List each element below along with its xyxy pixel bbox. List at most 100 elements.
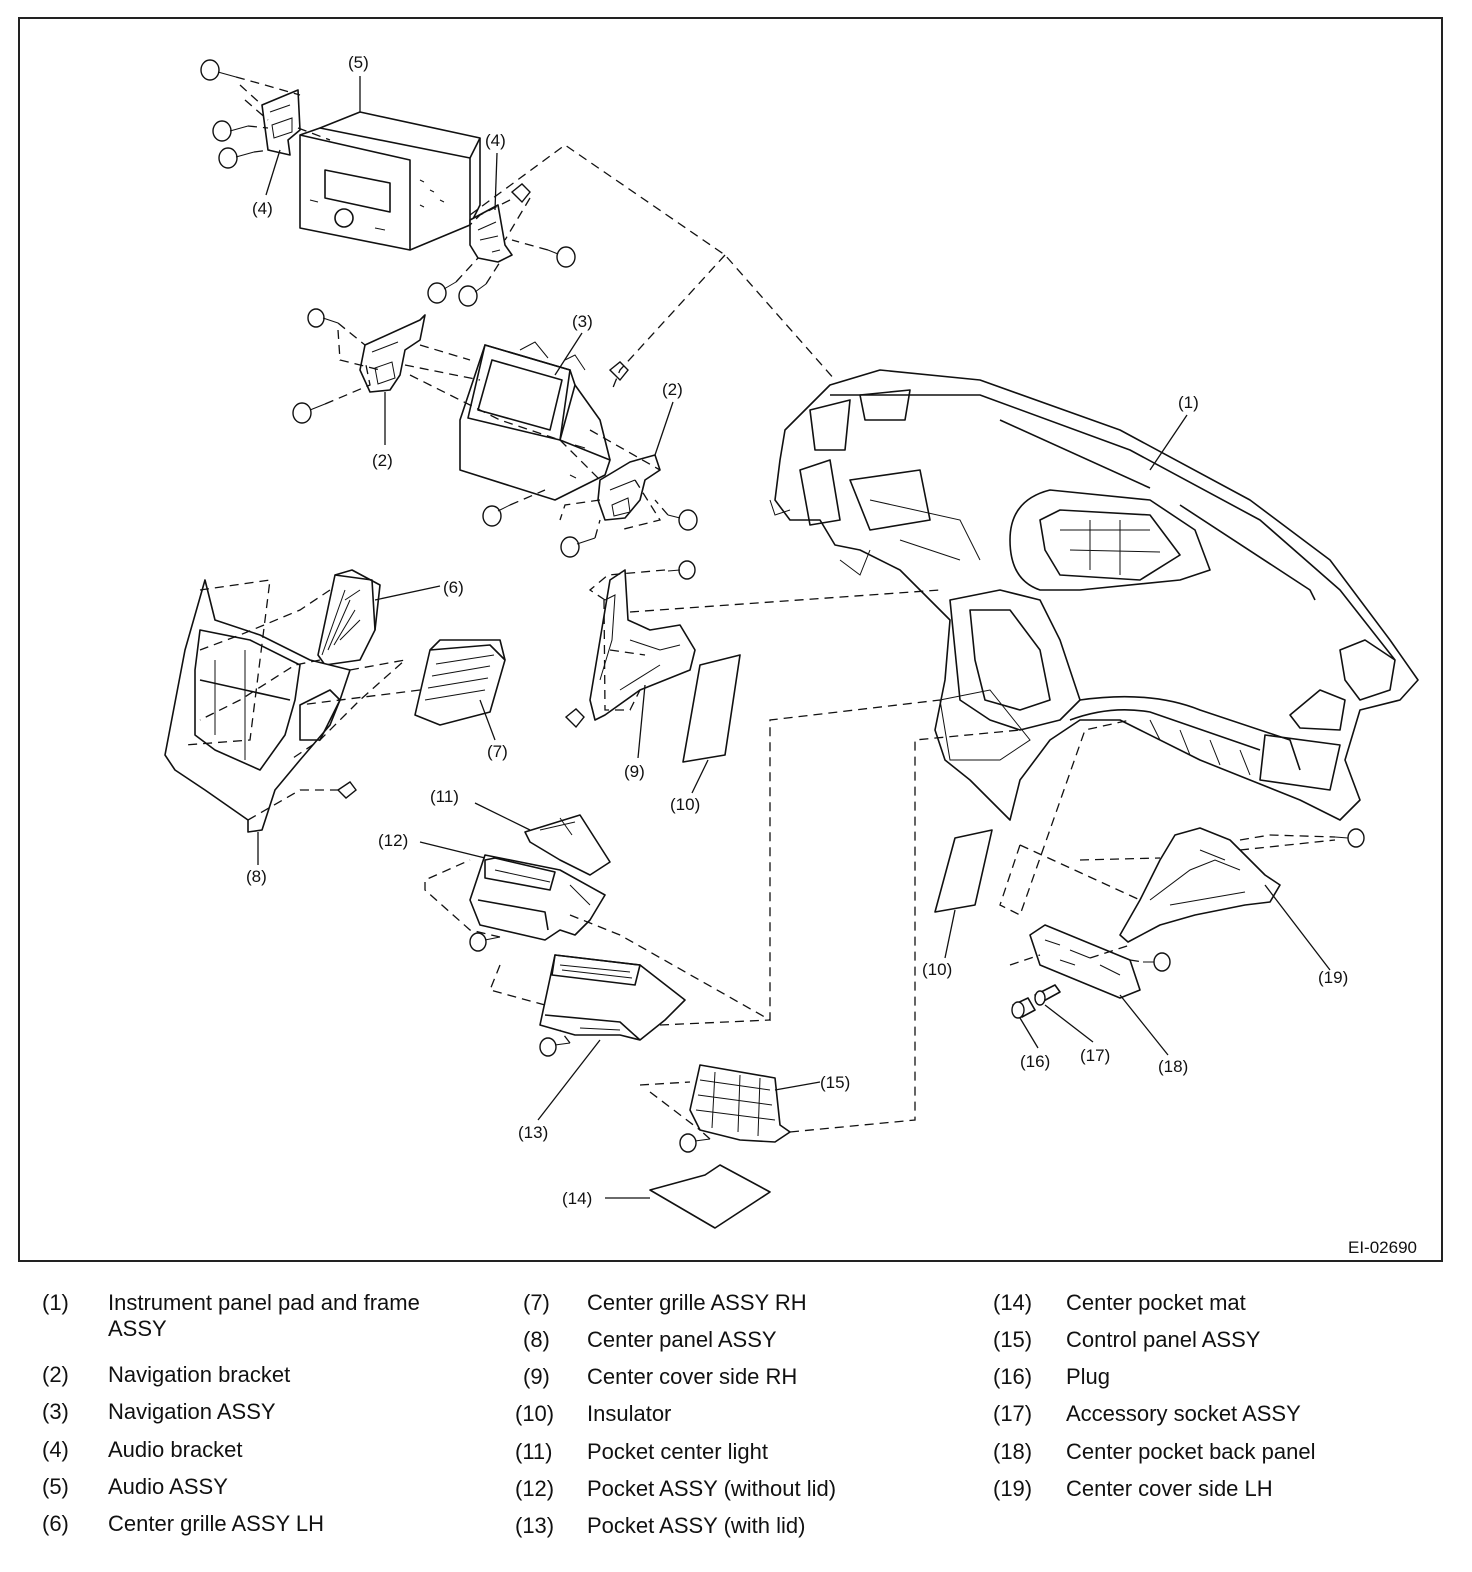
legend-item: (15) Control panel ASSY (993, 1327, 1433, 1364)
audio-bracket-right (469, 204, 513, 263)
clip (510, 183, 531, 204)
accessory-socket-assy (1034, 984, 1061, 1006)
center-grille-lh (317, 569, 381, 666)
leader-lines (257, 76, 1331, 1199)
legend-item: (11) Pocket center light (515, 1439, 955, 1476)
legend-number: (18) (993, 1439, 1033, 1464)
legend-number: (8) (523, 1327, 550, 1352)
screw (560, 536, 596, 558)
screw (292, 402, 326, 424)
callout-12: (12) (378, 831, 408, 850)
callout-4-right: (4) (485, 131, 506, 150)
legend-number: (1) (42, 1290, 69, 1315)
legend-number: (14) (993, 1290, 1033, 1315)
callout-13: (13) (518, 1123, 548, 1142)
legend-column-2: (7) Center grille ASSY RH (8) Center pan… (515, 1290, 955, 1550)
navigation-bracket-right (597, 454, 661, 521)
callout-5: (5) (348, 53, 369, 72)
legend-number: (11) (515, 1439, 553, 1464)
legend-item: (18) Center pocket back panel (993, 1439, 1433, 1476)
navigation-assy (459, 341, 611, 501)
insulator-right (934, 829, 993, 913)
legend-label: Insulator (587, 1401, 672, 1426)
legend-item: (8) Center panel ASSY (515, 1327, 955, 1364)
callout-17: (17) (1080, 1046, 1110, 1065)
callout-19: (19) (1318, 968, 1348, 987)
audio-assy (299, 111, 481, 251)
legend-label: Navigation ASSY (108, 1399, 276, 1424)
legend-column-1: (1) Instrument panel pad and frame ASSY … (42, 1290, 472, 1548)
legend-number: (7) (523, 1290, 550, 1315)
screw (667, 509, 698, 531)
exploded-view-diagram: (5) (4) (4) (3) (2) (2) (1) (6) (7) (8) … (164, 53, 1419, 1257)
legend-item: (12) Pocket ASSY (without lid) (515, 1476, 955, 1513)
legend-number: (12) (515, 1476, 555, 1501)
legend-label: Pocket center light (587, 1439, 768, 1464)
callout-2-left: (2) (372, 451, 393, 470)
center-cover-side-rh (589, 569, 696, 721)
legend-item: (9) Center cover side RH (515, 1364, 955, 1401)
callout-3: (3) (572, 312, 593, 331)
center-grille-rh (414, 639, 506, 726)
screw (1334, 828, 1365, 848)
legend-number: (16) (993, 1364, 1033, 1389)
legend-label: Center pocket back panel (1066, 1439, 1316, 1464)
navigation-bracket-left (359, 314, 426, 393)
legend-label: Pocket ASSY (without lid) (587, 1476, 837, 1501)
legend-number: (10) (515, 1401, 555, 1426)
callout-10-center: (10) (670, 795, 700, 814)
callout-9: (9) (624, 762, 645, 781)
legend-item: (14) Center pocket mat (993, 1290, 1433, 1327)
legend-item: (16) Plug (993, 1364, 1433, 1401)
instrument-panel-pad (769, 369, 1419, 821)
callout-labels: (5) (4) (4) (3) (2) (2) (1) (6) (7) (8) … (246, 53, 1417, 1257)
screw (667, 560, 696, 580)
callout-11: (11) (430, 787, 459, 806)
callout-4-left: (4) (252, 199, 273, 218)
legend-label: Audio ASSY (108, 1474, 228, 1499)
legend-number: (3) (42, 1399, 69, 1424)
legend-label: Center panel ASSY (587, 1327, 777, 1352)
clip (336, 781, 357, 799)
screw (307, 308, 339, 328)
insulator-center (682, 654, 741, 763)
legend-number: (6) (42, 1511, 69, 1536)
plug (1011, 997, 1036, 1019)
legend-item: (6) Center grille ASSY LH (42, 1511, 472, 1548)
callout-8: (8) (246, 867, 267, 886)
legend-number: (4) (42, 1437, 69, 1462)
pocket-center-light (524, 814, 611, 876)
callout-16: (16) (1020, 1052, 1050, 1071)
legend-label: Center cover side RH (587, 1364, 798, 1389)
legend-label: Plug (1066, 1364, 1111, 1389)
callout-2-right: (2) (662, 380, 683, 399)
screw (547, 246, 576, 268)
callout-1: (1) (1178, 393, 1199, 412)
legend-label: Center pocket mat (1066, 1290, 1246, 1315)
screw (469, 932, 501, 952)
screw (539, 1037, 571, 1057)
pocket-assy-with-lid (539, 954, 686, 1041)
legend-label: Instrument panel pad and frame ASSY (108, 1290, 420, 1341)
screw (482, 504, 511, 527)
assembly-dashed-lines (184, 76, 1336, 1140)
callout-18: (18) (1158, 1057, 1188, 1076)
legend-number: (17) (993, 1401, 1033, 1426)
legend-label: Center cover side LH (1066, 1476, 1273, 1501)
callout-6: (6) (443, 578, 464, 597)
center-pocket-back-panel (1029, 924, 1141, 999)
audio-bracket-left (261, 89, 301, 156)
legend-label: Accessory socket ASSY (1066, 1401, 1301, 1426)
screw (427, 281, 457, 304)
center-cover-side-lh (1119, 827, 1281, 943)
legend-item: (7) Center grille ASSY RH (515, 1290, 955, 1327)
callout-15: (15) (820, 1073, 850, 1092)
center-pocket-mat (649, 1164, 771, 1229)
legend-item: (19) Center cover side LH (993, 1476, 1433, 1513)
legend-item: (10) Insulator (515, 1401, 955, 1439)
diagram-code: EI-02690 (1348, 1238, 1417, 1257)
clip (564, 708, 585, 729)
legend-number: (13) (515, 1513, 555, 1538)
legend-item: (2) Navigation bracket (42, 1362, 472, 1399)
screw (218, 147, 255, 169)
